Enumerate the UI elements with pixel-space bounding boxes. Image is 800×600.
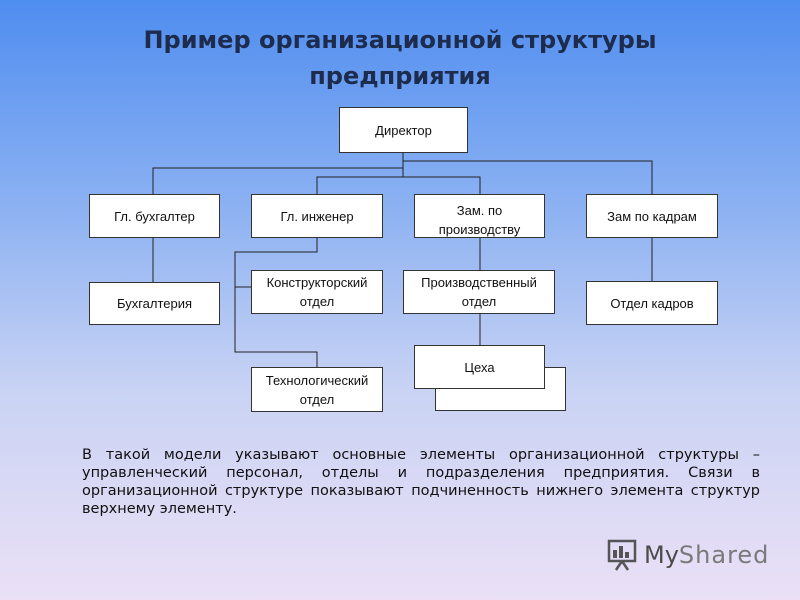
node-production-dept-label: Производственный отдел (421, 275, 537, 309)
connector-engineer-to-tech (234, 287, 318, 368)
node-chief-accountant: Гл. бухгалтер (89, 194, 220, 238)
node-design-dept-label: Конструкторский отдел (266, 275, 368, 309)
node-deputy-hr: Зам по кадрам (586, 194, 718, 238)
node-chief-engineer: Гл. инженер (251, 194, 383, 238)
node-accounting-label: Бухгалтерия (116, 296, 193, 311)
myshared-logo: MyShared (606, 537, 769, 573)
node-director: Директор (339, 107, 468, 153)
node-tech-dept: Технологический отдел (251, 367, 383, 412)
connector-to-deputy-hr (403, 160, 653, 195)
title-line-1: Пример организационной структуры (143, 26, 657, 54)
node-chief-accountant-label: Гл. бухгалтер (114, 208, 195, 224)
connector-engineer-to-design (234, 237, 318, 288)
connector-to-chief-accountant (152, 167, 403, 195)
node-chief-engineer-label: Гл. инженер (280, 208, 354, 224)
node-director-label: Директор (375, 122, 432, 138)
connector-to-chief-engineer (316, 176, 403, 195)
node-hr-dept: Отдел кадров (586, 281, 718, 325)
node-deputy-hr-label: Зам по кадрам (607, 208, 697, 224)
node-workshops-label: Цеха (464, 359, 495, 375)
connector-to-deputy-production (403, 176, 481, 195)
page-title: Пример организационной структуры предпри… (0, 22, 800, 94)
node-production-dept: Производственный отдел (403, 270, 555, 314)
description-text: В такой модели указывают основные элемен… (82, 447, 760, 517)
node-workshops: Цеха (414, 345, 545, 389)
node-accounting: Бухгалтерия (89, 282, 220, 325)
title-line-2: предприятия (309, 62, 491, 90)
node-tech-dept-label: Технологический отдел (265, 372, 369, 407)
node-design-dept: Конструкторский отдел (251, 270, 383, 314)
node-deputy-production: Зам. по производству (414, 194, 545, 238)
presentation-board-icon (607, 539, 637, 571)
node-deputy-production-label: Зам. по производству (438, 203, 521, 237)
node-hr-dept-label: Отдел кадров (610, 295, 694, 311)
logo-text-shared: Shared (678, 541, 770, 569)
logo-text-my: My (644, 541, 679, 569)
